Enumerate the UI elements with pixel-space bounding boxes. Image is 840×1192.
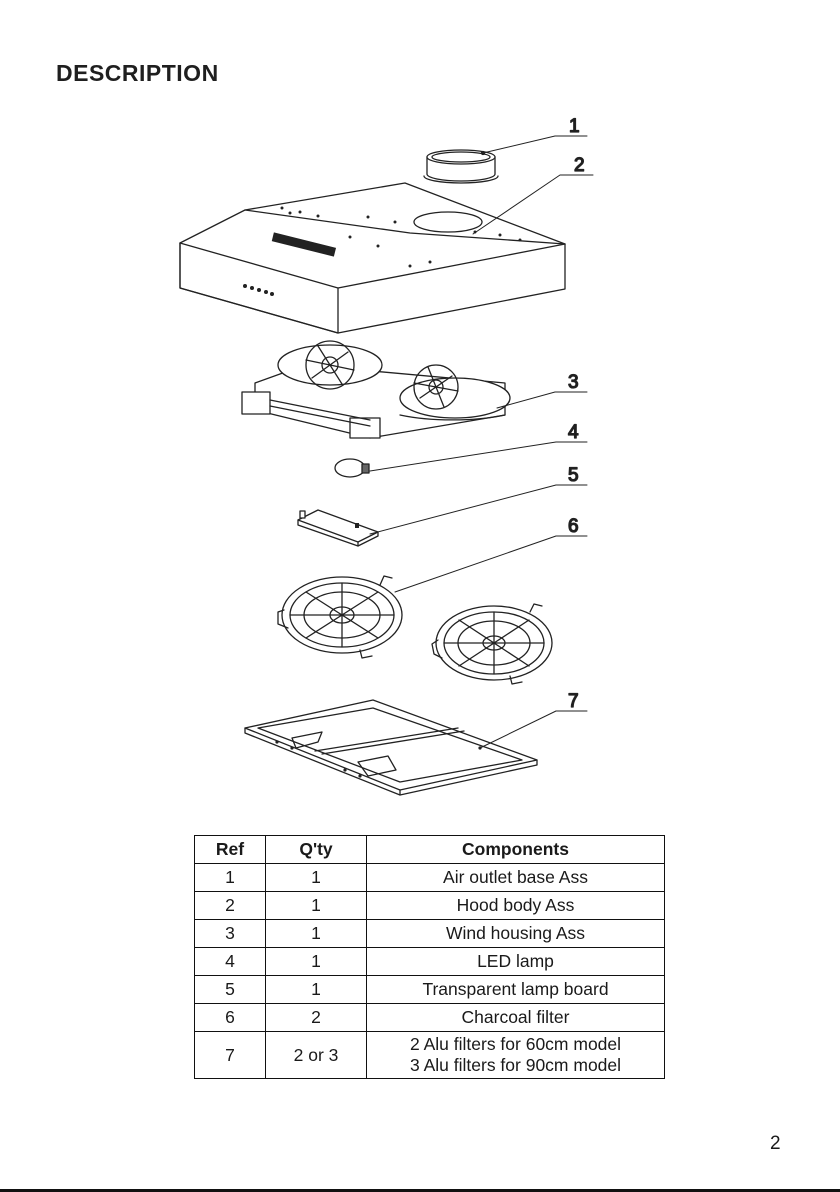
table-row: 3 1 Wind housing Ass xyxy=(195,920,665,948)
callout-1: 1 xyxy=(569,116,580,137)
components-table: Ref Q'ty Components 1 1 Air outlet base … xyxy=(194,835,665,1079)
table-row: 7 2 or 3 2 Alu filters for 60cm model 3 … xyxy=(195,1032,665,1079)
cell-component: Charcoal filter xyxy=(367,1004,665,1032)
cell-component: Air outlet base Ass xyxy=(367,864,665,892)
component-line: 2 Alu filters for 60cm model xyxy=(367,1034,664,1055)
page-number: 2 xyxy=(770,1133,781,1155)
table-row: 6 2 Charcoal filter xyxy=(195,1004,665,1032)
cell-ref: 5 xyxy=(195,976,266,1004)
header-qty: Q'ty xyxy=(266,836,367,864)
table-row: 5 1 Transparent lamp board xyxy=(195,976,665,1004)
table-row: 2 1 Hood body Ass xyxy=(195,892,665,920)
table-row: 4 1 LED lamp xyxy=(195,948,665,976)
callout-7: 7 xyxy=(568,691,579,712)
cell-component: Transparent lamp board xyxy=(367,976,665,1004)
cell-component: 2 Alu filters for 60cm model 3 Alu filte… xyxy=(367,1032,665,1079)
cell-qty: 1 xyxy=(266,920,367,948)
table-header-row: Ref Q'ty Components xyxy=(195,836,665,864)
cell-ref: 1 xyxy=(195,864,266,892)
cell-qty: 1 xyxy=(266,864,367,892)
wind-housing-part xyxy=(242,341,510,438)
transparent-lamp-board-part xyxy=(298,510,378,546)
cell-qty: 2 or 3 xyxy=(266,1032,367,1079)
header-components: Components xyxy=(367,836,665,864)
callout-5: 5 xyxy=(568,465,579,486)
component-line: 3 Alu filters for 90cm model xyxy=(367,1055,664,1076)
cell-ref: 3 xyxy=(195,920,266,948)
cell-ref: 7 xyxy=(195,1032,266,1079)
cell-qty: 1 xyxy=(266,948,367,976)
cell-ref: 6 xyxy=(195,1004,266,1032)
led-lamp-part xyxy=(335,459,369,477)
cell-component: LED lamp xyxy=(367,948,665,976)
cell-qty: 1 xyxy=(266,892,367,920)
callout-4: 4 xyxy=(568,422,579,443)
cell-qty: 1 xyxy=(266,976,367,1004)
cell-component: Wind housing Ass xyxy=(367,920,665,948)
cell-ref: 2 xyxy=(195,892,266,920)
charcoal-filter-left-part xyxy=(278,576,402,658)
exploded-view-diagram: 1 2 3 4 5 6 7 xyxy=(0,0,840,830)
cell-qty: 2 xyxy=(266,1004,367,1032)
callout-3: 3 xyxy=(568,372,579,393)
charcoal-filter-right-part xyxy=(432,604,552,684)
cell-ref: 4 xyxy=(195,948,266,976)
callout-2: 2 xyxy=(574,155,585,176)
cell-component: Hood body Ass xyxy=(367,892,665,920)
header-ref: Ref xyxy=(195,836,266,864)
hood-body-part xyxy=(180,183,565,333)
air-outlet-base-part xyxy=(424,150,498,183)
table-row: 1 1 Air outlet base Ass xyxy=(195,864,665,892)
callout-6: 6 xyxy=(568,516,579,537)
alu-filter-part xyxy=(245,700,537,795)
